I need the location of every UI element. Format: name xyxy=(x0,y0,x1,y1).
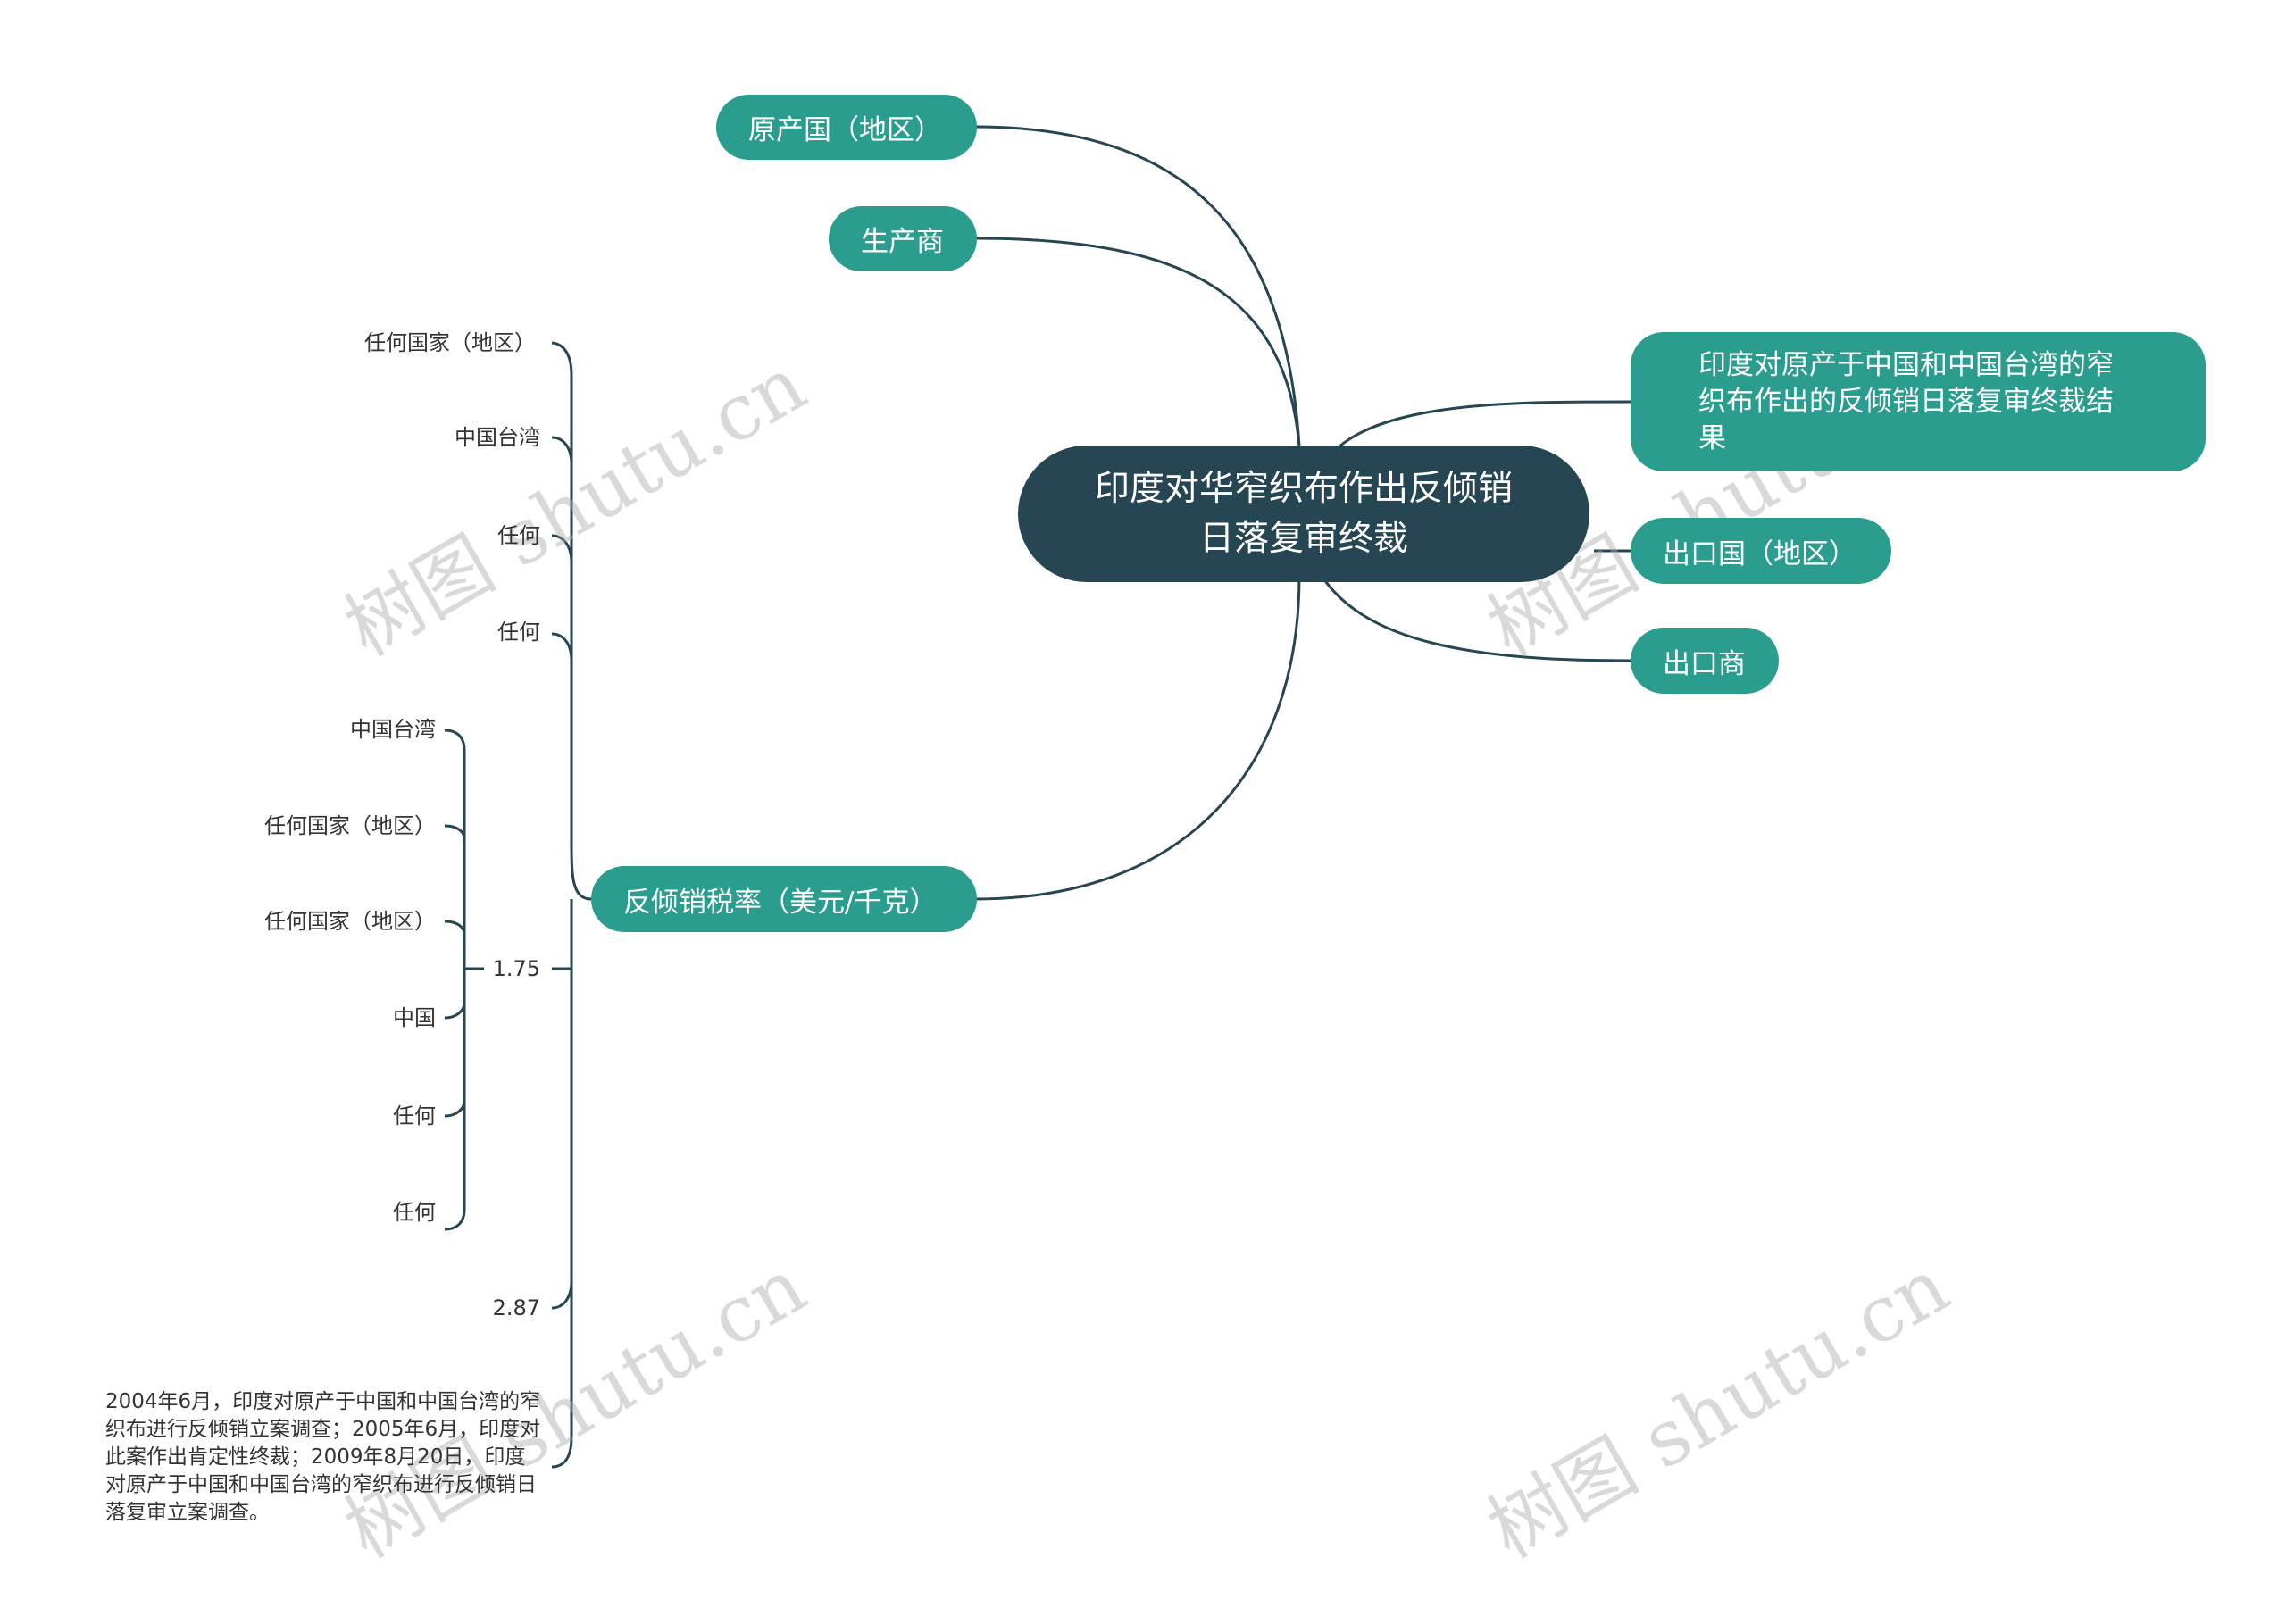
link-duty xyxy=(974,575,1301,901)
leaf-any-country[interactable]: 任何国家（地区） xyxy=(264,813,436,838)
branch-duty-label: 反倾销税率（美元/千克） xyxy=(623,886,938,919)
leaf-any[interactable]: 任何 xyxy=(393,1103,436,1128)
leaf-any[interactable]: 任何 xyxy=(497,523,540,548)
bracket-duty xyxy=(551,341,592,901)
branch-producer[interactable]: 生产商 xyxy=(829,206,977,271)
branch-export-country[interactable]: 出口国（地区） xyxy=(1631,518,1891,584)
link-origin xyxy=(974,125,1301,447)
link-producer xyxy=(974,237,1301,447)
branch-result-label: 印度对原产于中国和中国台湾的窄织布作出的反倾销日落复审终裁结果 xyxy=(1698,348,2114,454)
branch-exporter[interactable]: 出口商 xyxy=(1631,628,1779,694)
branch-origin-label: 原产国（地区） xyxy=(748,114,942,146)
leaf-rate-2-87[interactable]: 2.87 xyxy=(492,1295,540,1320)
link-exporter xyxy=(1320,575,1631,662)
leaf-taiwan[interactable]: 中国台湾 xyxy=(350,717,436,742)
root-topic-label: 印度对华窄织布作出反倾销日落复审终裁 xyxy=(1094,468,1513,559)
leaf-rate-1-75[interactable]: 1.75 xyxy=(492,956,540,981)
case-history-note[interactable]: 2004年6月，印度对原产于中国和中国台湾的窄织布进行反倾销立案调查；2005年… xyxy=(105,1390,541,1524)
branch-producer-label: 生产商 xyxy=(861,226,944,258)
branch-export-country-label: 出口国（地区） xyxy=(1663,537,1856,570)
branch-result[interactable]: 印度对原产于中国和中国台湾的窄织布作出的反倾销日落复审终裁结果 xyxy=(1631,332,2206,471)
leaf-any-country[interactable]: 任何国家（地区） xyxy=(264,909,436,934)
leaf-china[interactable]: 中国 xyxy=(393,1005,436,1030)
leaf-any-country[interactable]: 任何国家（地区） xyxy=(364,330,536,355)
leaf-any[interactable]: 任何 xyxy=(393,1200,436,1225)
leaf-taiwan[interactable]: 中国台湾 xyxy=(455,425,540,450)
branch-origin[interactable]: 原产国（地区） xyxy=(716,95,977,160)
link-result xyxy=(1339,400,1631,448)
branch-duty[interactable]: 反倾销税率（美元/千克） xyxy=(591,866,977,932)
branch-exporter-label: 出口商 xyxy=(1663,647,1746,680)
leaf-any[interactable]: 任何 xyxy=(497,620,540,645)
root-topic[interactable]: 印度对华窄织布作出反倾销日落复审终裁 xyxy=(1018,446,1589,582)
